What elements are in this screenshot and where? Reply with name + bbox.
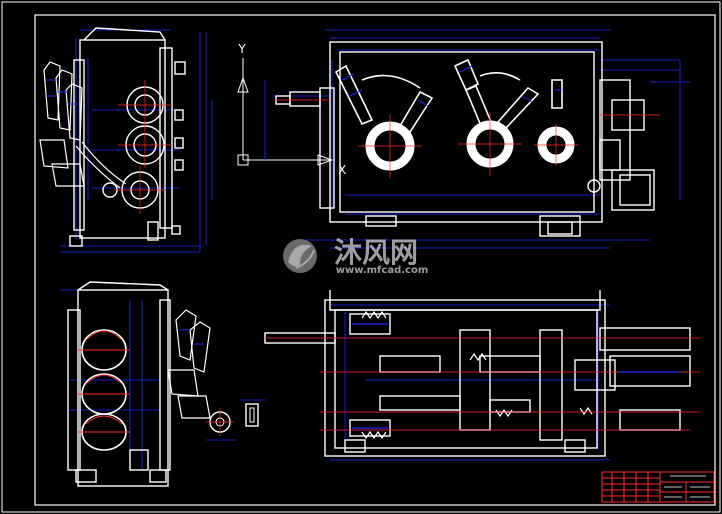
title-block [601,471,715,503]
inner-frame [34,14,716,506]
front-view-top-right [264,29,690,249]
axis-label-y: Y [237,42,246,56]
watermark-logo: 沐风网 www.mfcad.com [283,236,428,276]
side-view-top-left [39,27,213,253]
section-view-bottom-right [264,290,700,461]
coordinate-axis-symbol: Y X [237,42,346,177]
axis-label-x: X [338,163,346,177]
detail-parts [206,399,266,441]
watermark-brand-text: 沐风网 [334,236,418,269]
watermark-url: www.mfcad.com [336,265,429,276]
side-view-bottom-left [60,281,211,487]
mfcad-logo-icon [283,239,317,273]
